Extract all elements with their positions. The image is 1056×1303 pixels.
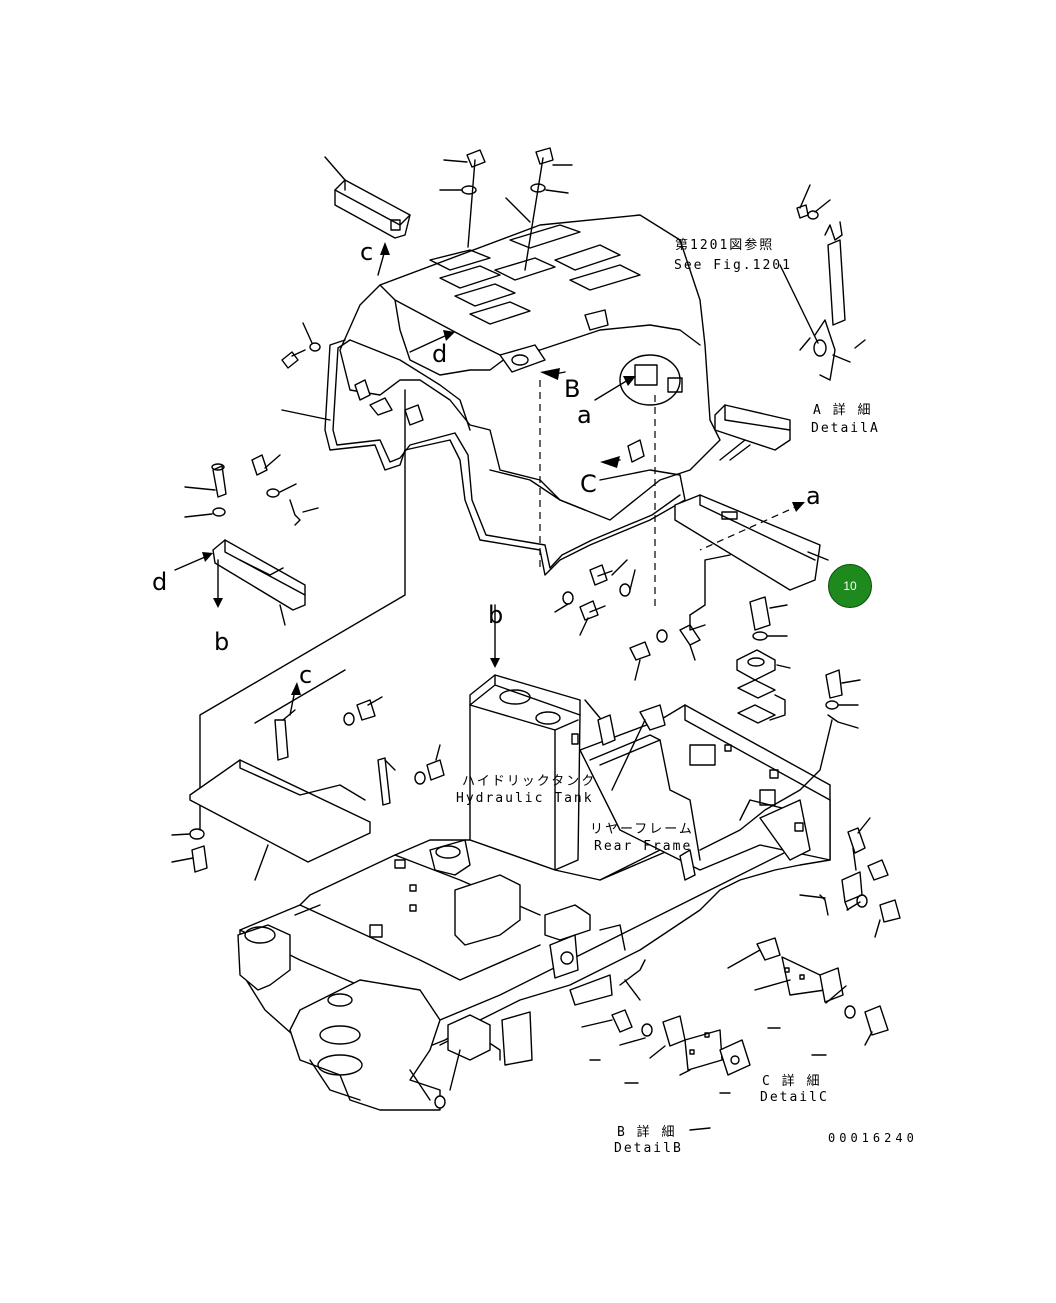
view-letter-a-plate: a: [806, 482, 821, 510]
see-fig-label-jp: 第1201図参照: [675, 237, 774, 253]
view-letter-B: B: [564, 375, 580, 403]
bracket-detail-C: [627, 439, 645, 463]
detail-C-parts: [727, 817, 901, 1056]
cover-block-left: [324, 156, 411, 239]
detail-c-label-jp: C 詳 細: [762, 1073, 821, 1089]
detail-A-parts: [779, 184, 866, 381]
view-letter-d-left: d: [152, 568, 167, 596]
view-letter-b-tank: b: [488, 601, 503, 629]
hydraulic-tank-label-en: Hydraulic Tank: [456, 791, 594, 806]
cover-block-right: [714, 404, 791, 461]
drawing-number: 00016240: [828, 1131, 918, 1145]
hood-bolt-3: [281, 322, 321, 369]
leader-frame: [281, 409, 331, 421]
view-letter-C: C: [580, 470, 597, 498]
arrow-B: [540, 368, 566, 380]
arrow-a: [594, 376, 636, 401]
hydraulic-tank-label-jp: ハイドリックタンク: [462, 774, 596, 789]
leader-plate: [689, 614, 706, 631]
callout-number-badge[interactable]: 10: [828, 564, 872, 608]
detail-b-label-en: DetailB: [614, 1141, 683, 1156]
hydraulic-tank: [469, 604, 581, 871]
hood-bolt-1: [439, 149, 486, 248]
rear-frame-label-jp: リヤーフレーム: [590, 822, 694, 837]
engine-hood-assembly: [339, 214, 721, 521]
detail-c-label-en: DetailC: [760, 1090, 829, 1105]
rear-frame-hardware: [584, 596, 861, 881]
view-letter-a-hood: a: [577, 401, 592, 429]
view-letter-c-top: c: [360, 238, 373, 266]
leader-block: [729, 444, 751, 461]
arrow-C: [600, 456, 621, 468]
arrow-d-top: [409, 330, 455, 353]
see-fig-label-en: See Fig.1201: [674, 258, 792, 273]
arrow-c-top: [377, 242, 390, 276]
rear-frame-label-en: Rear Frame: [594, 839, 692, 854]
floor-plate: [171, 669, 445, 881]
leader-d-long: [199, 389, 406, 831]
view-letter-c-floor: c: [299, 661, 312, 689]
detail-B-parts: [581, 1009, 751, 1131]
detail-b-label-jp: B 詳 細: [617, 1124, 676, 1140]
hood-bolt-2: [505, 147, 573, 271]
cover-plate-a: [674, 494, 829, 616]
view-letter-d-top: d: [432, 340, 447, 368]
detail-a-label-jp: A 詳 細: [813, 402, 872, 418]
bracket-d-assembly: [174, 454, 319, 626]
bolt-group-middle: [554, 559, 636, 636]
cover-frame-tube: [324, 339, 686, 576]
detail-a-label-en: DetailA: [811, 421, 880, 436]
arrow-c-floor: [289, 682, 301, 716]
view-letter-b-left: b: [214, 628, 229, 656]
